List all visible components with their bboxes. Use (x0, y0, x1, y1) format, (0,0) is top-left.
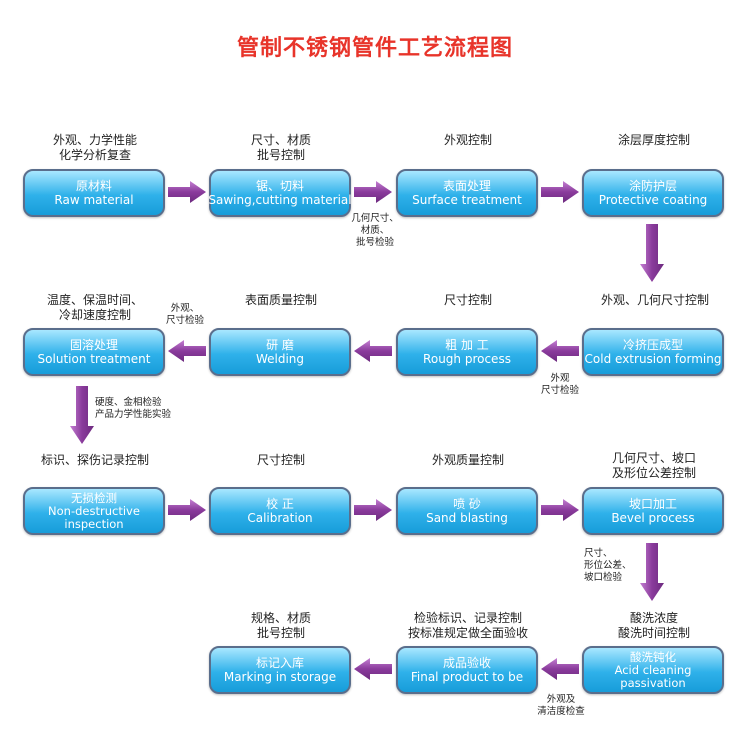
note-appearance-size-1: 外观、尺寸检验 (165, 303, 204, 326)
arrow-right-icon (168, 181, 206, 203)
step-label-rough-process: 尺寸控制 (443, 293, 492, 307)
arrow-left-icon (168, 340, 206, 362)
note-appearance-size-2: 外观尺寸检验 (540, 373, 579, 396)
arrow-right-icon (168, 499, 206, 521)
note-hardness-metallography: 硬度、金相检验产品力学性能实验 (95, 397, 172, 420)
step-label-bevel-process: 几何尺寸、坡口及形位公差控制 (611, 451, 696, 480)
step-label-sawing: 尺寸、材质批号控制 (250, 133, 311, 162)
arrow-left-icon (541, 658, 579, 680)
step-label-marking-storage: 规格、材质批号控制 (250, 611, 311, 640)
arrow-right-icon (354, 499, 392, 521)
arrow-left-icon (541, 340, 579, 362)
note-geometry-material-batch: 几何尺寸、材质、批号检验 (351, 213, 399, 248)
step-label-solution-treatment: 温度、保温时间、冷却速度控制 (46, 293, 143, 322)
step-label-acid-cleaning: 酸洗浓度酸洗时间控制 (617, 611, 690, 640)
note-appearance-cleanliness: 外观及清洁度检查 (537, 694, 585, 717)
step-label-calibration: 尺寸控制 (256, 453, 305, 467)
step-label-sand-blasting: 外观质量控制 (431, 453, 504, 467)
arrow-left-icon (354, 340, 392, 362)
arrow-right-icon (541, 181, 579, 203)
arrow-right-icon (354, 181, 392, 203)
arrow-right-icon (541, 499, 579, 521)
arrow-down-icon (70, 386, 94, 444)
arrow-left-icon (354, 658, 392, 680)
arrow-down-icon (640, 224, 664, 282)
step-label-final-product: 检验标识、记录控制按标准规定做全面验收 (407, 611, 528, 640)
note-size-tolerance-bevel: 尺寸、形位公差、坡口检验 (584, 548, 632, 583)
arrow-down-icon (640, 543, 664, 601)
step-label-cold-extrusion: 外观、几何尺寸控制 (600, 293, 709, 307)
step-label-protective-coating: 涂层厚度控制 (617, 133, 690, 147)
step-label-welding: 表面质量控制 (244, 293, 317, 307)
step-label-surface-treatment: 外观控制 (443, 133, 492, 147)
step-label-non-destructive: 标识、探伤记录控制 (40, 453, 149, 467)
diagram-title: 管制不锈钢管件工艺流程图 (236, 36, 513, 61)
step-label-raw-material: 外观、力学性能化学分析复查 (52, 133, 137, 162)
